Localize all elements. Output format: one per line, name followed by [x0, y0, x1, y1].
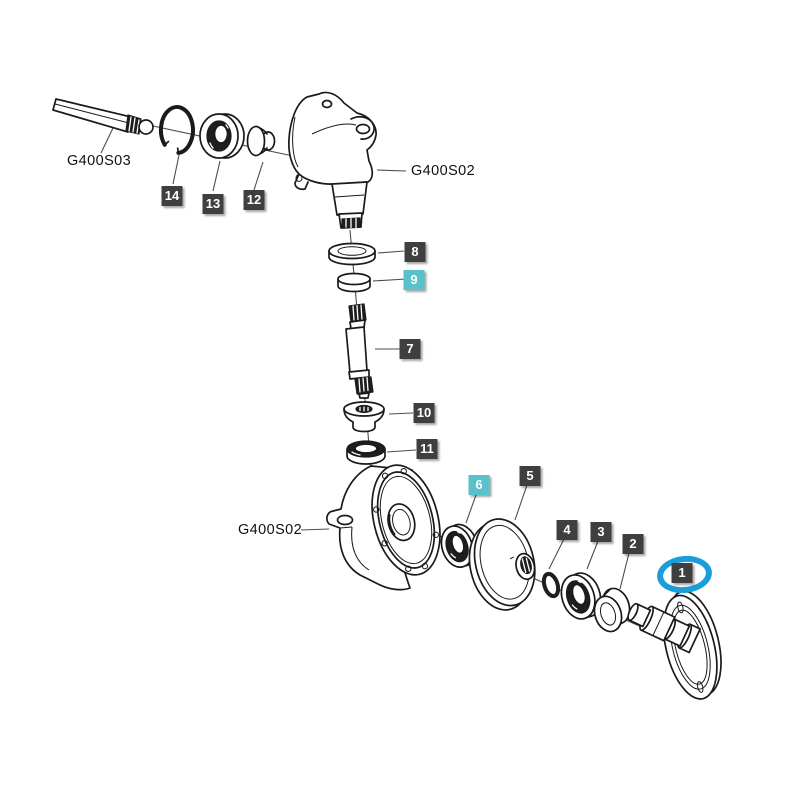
part-code-g400s02-lower: G400S02	[238, 522, 303, 538]
kingpin-shaft-7-drawing	[345, 303, 374, 399]
cover-5-drawing	[468, 518, 536, 611]
upper-knuckle-housing-drawing	[288, 91, 377, 229]
axis-lines	[152, 125, 698, 653]
snap-ring-14-drawing	[158, 105, 195, 155]
part-label-8[interactable]: 8	[404, 242, 426, 262]
bearing-cone-10-drawing	[343, 401, 385, 433]
oring-4-drawing	[541, 571, 561, 599]
part-label-6[interactable]: 6	[468, 475, 490, 495]
part-label-5[interactable]: 5	[519, 466, 541, 486]
part-label-4[interactable]: 4	[556, 520, 578, 540]
part-label-2[interactable]: 2	[622, 534, 644, 554]
part-label-9[interactable]: 9	[403, 270, 425, 290]
part-label-3[interactable]: 3	[590, 522, 612, 542]
part-label-12[interactable]: 12	[243, 190, 265, 210]
part-label-14[interactable]: 14	[161, 186, 183, 206]
part-label-11[interactable]: 11	[416, 439, 438, 459]
spacer-2-drawing	[593, 587, 631, 633]
part-code-g400s02-upper: G400S02	[411, 163, 476, 179]
ring-9-drawing	[337, 272, 371, 293]
washer-8-drawing	[328, 242, 376, 266]
axle-shaft-1-drawing	[627, 590, 722, 700]
part-label-10[interactable]: 10	[413, 403, 435, 423]
lower-knuckle-housing-drawing	[326, 464, 441, 591]
seal-11-drawing	[346, 440, 386, 465]
bearing-13-drawing	[199, 113, 245, 159]
plug-12-drawing	[246, 125, 276, 157]
part-label-7[interactable]: 7	[399, 339, 421, 359]
part-code-g400s03: G400S03	[67, 153, 132, 169]
bearing-3-drawing	[560, 572, 602, 620]
drive-shaft-drawing	[52, 98, 154, 135]
part-label-13[interactable]: 13	[202, 194, 224, 214]
part-label-1[interactable]: 1	[671, 563, 693, 583]
